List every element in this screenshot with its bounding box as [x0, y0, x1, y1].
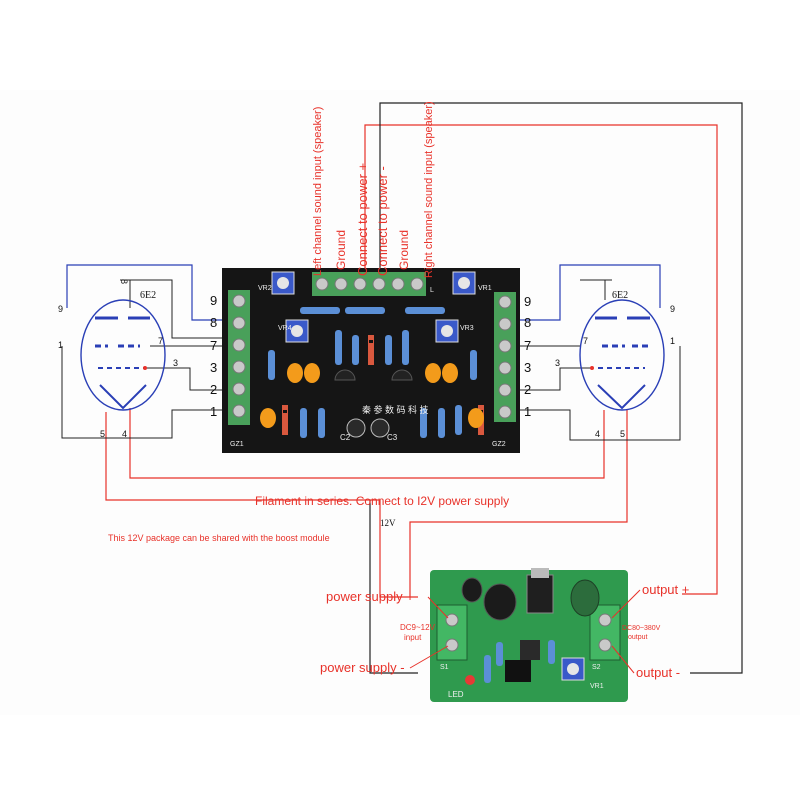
main-board: 秦 参 数 码 科 技 C2 C3 GZ1 GZ2 VR2 VR4 VR3 VR…: [222, 268, 520, 453]
right-terminal-block: [494, 292, 516, 422]
mosfet: [526, 574, 554, 614]
label-output-minus: output -: [636, 665, 680, 680]
right-terminal-screws: [498, 295, 512, 419]
filament-note: Filament in series. Connect to I2V power…: [255, 494, 509, 508]
booster-s2-label: S2: [592, 664, 601, 671]
right-tube-envelope: [579, 299, 665, 411]
transistors: [334, 369, 413, 381]
left-terminal-screws: [232, 294, 246, 418]
right-tube-pin-4: 4: [595, 429, 600, 439]
booster-output-terminal: [589, 604, 621, 661]
right-tube-pin-3: 3: [555, 358, 560, 368]
wires: [61, 102, 743, 674]
left-pin-7: 7: [210, 338, 217, 353]
ceramic-capacitors: [260, 363, 484, 428]
wire-right-filament-red: [409, 410, 628, 597]
resistors: [268, 307, 477, 438]
voltage-label: 12V: [380, 518, 396, 528]
left-pin-2: 2: [210, 382, 217, 397]
label-power-supply-minus: power supply -: [320, 660, 405, 675]
left-pin-9: 9: [210, 293, 217, 308]
wire-filament-series: [129, 408, 605, 479]
booster-led-label: LED: [448, 690, 464, 699]
silk-vr2: VR2: [258, 285, 272, 292]
left-tube-pin-3: 3: [173, 358, 178, 368]
board-chinese-logo: 秦 参 数 码 科 技: [362, 404, 429, 415]
output-capacitor: [570, 579, 600, 617]
right-pin-8: 8: [524, 315, 531, 330]
right-tube-pin-1: 1: [670, 336, 675, 346]
label-power-minus: Connect to power -: [375, 166, 390, 276]
label-ground-left: Ground: [334, 230, 348, 270]
silk-vr3: VR3: [460, 325, 474, 332]
right-tube-pin-7: 7: [583, 336, 588, 346]
wire-power-supply-minus: [369, 500, 418, 674]
left-tube-model: 6E2: [140, 290, 156, 301]
label-power-supply-plus: power supply +: [326, 589, 414, 604]
booster-input-terminal: [436, 604, 468, 661]
left-tube-pin-7: 7: [158, 336, 163, 346]
input-spec-line1: DC9~12V: [400, 623, 436, 632]
label-power-plus: Connect to power +: [355, 163, 370, 276]
booster-module: LED VR1 S1 S2: [430, 568, 628, 702]
left-tube-envelope: [80, 299, 166, 411]
silk-vr1: VR1: [478, 285, 492, 292]
right-pin-1: 1: [524, 404, 531, 419]
output-spec-line1: DC80~380V: [622, 625, 661, 632]
top-terminal-block: [312, 272, 426, 296]
trimmer-pots: [271, 271, 476, 343]
label-output-plus: output +: [642, 582, 689, 597]
controller-chip: [505, 660, 531, 682]
wire-left-filament-red: [105, 412, 418, 598]
right-pin-3: 3: [524, 360, 531, 375]
label-ground-right: Ground: [397, 230, 411, 270]
left-tube-pin-8: 8: [119, 279, 129, 284]
pointer-lines: [409, 589, 641, 674]
shared-supply-note: This 12V package can be shared with the …: [108, 533, 330, 543]
top-input-labels: Left channel sound input (speaker) Groun…: [312, 101, 435, 278]
label-right-channel-input: Right channel sound input (speaker): [423, 101, 435, 278]
right-tube: 6E2 9 7 1 3 4 5: [555, 290, 675, 439]
right-pin-2: 2: [524, 382, 531, 397]
left-pin-3: 3: [210, 360, 217, 375]
wire-power-plus-to-output-plus: [364, 124, 718, 595]
top-terminal-screws: [315, 277, 424, 291]
right-tube-pin-9: 9: [670, 304, 675, 314]
silk-c2: C2: [340, 433, 351, 442]
booster-vr1-label: VR1: [590, 683, 604, 690]
silk-l: L: [430, 287, 434, 294]
silk-gz2: GZ2: [492, 441, 506, 448]
left-pin-numbers: 9 8 7 3 2 1: [210, 293, 217, 419]
label-left-channel-input: Left channel sound input (speaker): [312, 107, 324, 276]
wire-power-minus-to-output-minus: [379, 102, 743, 674]
right-tube-pin-5: 5: [620, 429, 625, 439]
right-pin-numbers: 9 8 7 3 2 1: [524, 294, 531, 419]
left-pin-1: 1: [210, 404, 217, 419]
silk-vr4: VR4: [278, 325, 292, 332]
input-spec-line2: input: [404, 633, 422, 642]
booster-s1-label: S1: [440, 664, 449, 671]
left-pin-8: 8: [210, 315, 217, 330]
left-tube: 6E2 9 8 1 7 3 5 4: [58, 279, 178, 439]
right-pin-7: 7: [524, 338, 531, 353]
right-tube-model: 6E2: [612, 290, 628, 301]
electrolytic-capacitors: [346, 418, 390, 438]
input-capacitor: [483, 583, 517, 621]
right-pin-9: 9: [524, 294, 531, 309]
output-spec-line2: output: [628, 634, 648, 641]
left-tube-pin-4: 4: [122, 429, 127, 439]
left-tube-pin-9: 9: [58, 304, 63, 314]
left-tube-pin-5: 5: [100, 429, 105, 439]
silk-c3: C3: [387, 433, 398, 442]
silk-gz1: GZ1: [230, 441, 244, 448]
left-tube-pin-1: 1: [58, 340, 63, 350]
